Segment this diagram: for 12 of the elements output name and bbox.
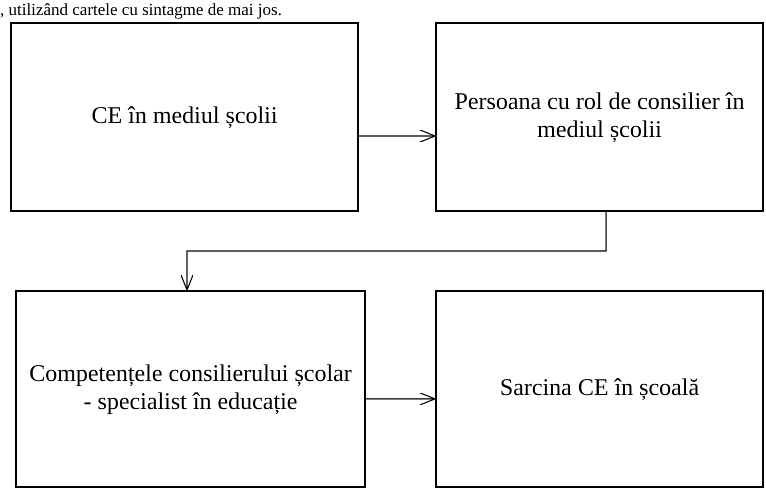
box-text: CE în mediul școlii: [92, 103, 278, 131]
arrow: [359, 129, 436, 143]
box-text: Persoana cu rol de consilier în mediul școlii: [454, 89, 746, 145]
instruction-text: , utilizând cartele cu sintagme de mai jos.: [0, 0, 282, 20]
text-box: [435, 290, 764, 488]
arrow: [180, 212, 607, 291]
text-box: [435, 22, 764, 212]
text-box: [10, 22, 359, 212]
text-box: [15, 290, 366, 488]
arrow: [366, 392, 436, 406]
box-text: Competențele consilierului școlar - specialist în educație: [28, 361, 353, 417]
box-text: Sarcina CE în școală: [500, 375, 700, 403]
